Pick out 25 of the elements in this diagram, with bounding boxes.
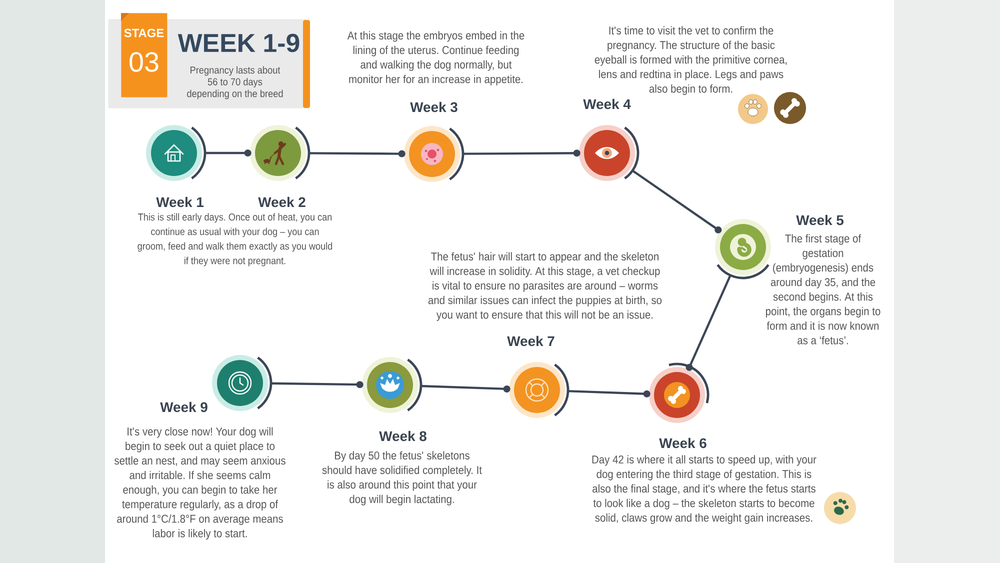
description: The first stage of gestation (embryogenesis) ends around day 35, and the second begins. At this point, the organs begin to form and it is now known as a ‘fetus’. [766,234,880,344]
week-heading: Week 1 [156,196,204,208]
week-heading: Week 2 [258,196,306,208]
description: The fetus' hair will start to appear and the skeleton will increase in solidity. At this stage, a vet checkup is vital to ensure no parasites are around – worms and similar issues can infect the puppies at birth, so you want to ensure that this will not be an issue. [428,252,662,321]
connector-line [631,169,722,234]
connector-line [270,381,364,388]
description: By day 50 the fetus' skeletons should have solidified completely. It is also around this point that your dog will begin lactating. [322,451,482,506]
description: This is still early days. Once out of heat, you can continue as usual with your dog – you can groom, feed and walk them exactly as you would if they were not pregnant. [138,213,332,266]
connector-line [567,390,650,398]
week-heading: Week 9 [160,402,208,412]
week-heading: Week 6 [659,438,706,448]
week-heading: Week 3 [410,102,458,112]
description: It's time to visit the vet to confirm the pregnancy. The structure of the basic eyeball is formed with the primitive cornea, lens and redtina in place. Legs and paws also begin to form. [594,26,787,95]
week-heading: Week 5 [796,214,844,226]
connector-line [462,150,580,157]
connector-line [204,149,252,156]
connector-line [308,150,406,158]
description: At this stage the embryos embed in the lining of the uterus. Continue feeding and walking the dog normally, but monitor her for an increase in appetite. [347,31,524,86]
week-heading: Week 8 [379,430,426,442]
week-heading: Week 4 [583,98,631,110]
week-heading: Week 7 [507,336,554,346]
connector-line [686,274,732,371]
connector-line [420,384,510,392]
description: Day 42 is where it all starts to speed up, with your dog entering the third stage of gestation. This is also the final stage, and it's where the fetus starts to look like a dog – the skeleton starts to become solid, claws grow and the weight gain increases. [592,455,816,524]
description: It's very close now! Your dog will begin to seek out a quiet place to settle an nest, and may seem anxious and irritable. If she seems calm enough, you can begin to take her temperature regularly, as a drop of around 1°C/1.8°F on average means labor is likely to start. [114,427,286,540]
